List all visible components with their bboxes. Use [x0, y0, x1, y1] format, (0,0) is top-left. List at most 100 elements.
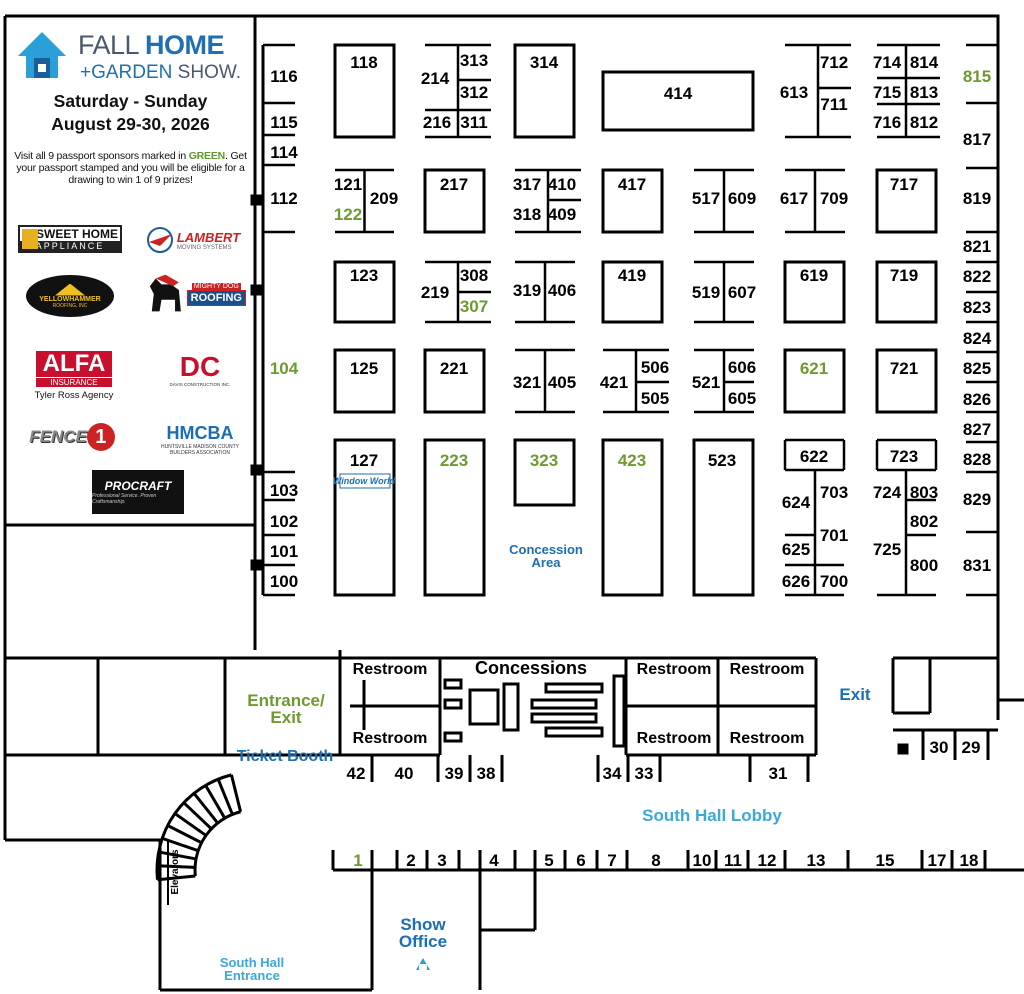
booth-123-label: 123: [350, 266, 378, 285]
booth-box: [601, 70, 755, 132]
south-hall-entrance-label: South Hall: [220, 955, 284, 970]
booth-712-label: 712: [820, 53, 848, 72]
lambert-icon: [146, 227, 173, 253]
booth-617-label: 617: [780, 189, 808, 208]
concession-fixture: [443, 731, 463, 743]
booth-114-label: 114: [270, 143, 298, 162]
booth-223-label: 223: [440, 451, 468, 470]
booth-12-label: 12: [758, 851, 777, 870]
booth-521-label: 521: [692, 373, 720, 392]
booth-112-label: 112: [270, 189, 297, 208]
show-office-label: Office: [399, 932, 447, 951]
booth-622-label: 622: [800, 447, 828, 466]
booth-523-label: 523: [708, 451, 736, 470]
booth-box: [513, 43, 576, 139]
info-panel: FALL HOME +GARDEN SHOW. Saturday - Sunda…: [8, 20, 253, 525]
booth-box: [601, 260, 664, 324]
booth-box: [333, 438, 396, 597]
show-subtitle: +GARDEN SHOW.: [80, 62, 242, 83]
concession-fixture: [612, 674, 626, 748]
booth-825-label: 825: [963, 359, 991, 378]
booth-219-label: 219: [421, 283, 449, 302]
booth-619-label: 619: [800, 266, 828, 285]
window-world-logo: Window World: [333, 476, 396, 486]
booth-605-label: 605: [728, 389, 756, 408]
booth-box: [423, 438, 486, 597]
booth-40-label: 40: [395, 764, 414, 783]
show-office-icon: [416, 958, 430, 970]
booth-box: [601, 438, 664, 597]
booth-122-label: 122: [334, 205, 362, 224]
booth-13-label: 13: [807, 851, 826, 870]
booth-803-label: 803: [910, 483, 938, 502]
booth-725-label: 725: [873, 540, 901, 559]
booth-1-label: 1: [353, 851, 362, 870]
booth-417-label: 417: [618, 175, 646, 194]
booth-2-label: 2: [406, 851, 415, 870]
booth-828-label: 828: [963, 450, 991, 469]
booth-6-label: 6: [576, 851, 585, 870]
passport-instructions: Visit all 9 passport sponsors marked in …: [14, 150, 247, 186]
booth-17-label: 17: [928, 851, 947, 870]
booth-127-label: 127: [350, 451, 378, 470]
booth-116-label: 116: [270, 67, 297, 86]
south-hall-lobby-label: South Hall Lobby: [642, 806, 782, 825]
booth-517-label: 517: [692, 189, 720, 208]
booth-318-label: 318: [513, 205, 541, 224]
booth-box: [333, 43, 396, 139]
elevators-label: Elevators: [170, 849, 181, 894]
booth-box: [783, 260, 846, 324]
booth-313-label: 313: [460, 51, 488, 70]
lambert-logo: LAMBERT MOVING SYSTEMS: [138, 224, 248, 256]
booth-721-label: 721: [890, 359, 918, 378]
booth-323-label: 323: [530, 451, 558, 470]
booth-814-label: 814: [910, 53, 939, 72]
dog-icon: [149, 274, 181, 312]
wall-line: [255, 14, 1000, 720]
booth-317-label: 317: [513, 175, 541, 194]
entrance-exit-label: Exit: [270, 708, 302, 727]
concession-fixture: [468, 688, 500, 726]
booth-103-label: 103: [270, 481, 298, 500]
booth-4-label: 4: [489, 851, 499, 870]
wall-line: [5, 838, 162, 990]
concession-fixture: [443, 678, 463, 690]
restroom-label: Restroom: [637, 730, 712, 747]
restroom-label: Restroom: [353, 730, 428, 747]
restroom-label: Restroom: [730, 661, 805, 678]
booth-613-label: 613: [780, 83, 808, 102]
booth-414-label: 414: [664, 84, 693, 103]
booth-box: [875, 260, 938, 324]
booth-419-label: 419: [618, 266, 646, 285]
booth-815-label: 815: [963, 67, 991, 86]
booth-607-label: 607: [728, 283, 756, 302]
booth-38-label: 38: [477, 764, 496, 783]
booth-831-label: 831: [963, 556, 991, 575]
booth-308-label: 308: [460, 266, 488, 285]
booth-406-label: 406: [548, 281, 576, 300]
booth-box: [875, 348, 938, 414]
sweet-home-appliance-logo: SWEET HOME APPLIANCE: [18, 225, 122, 253]
booth-311-label: 311: [460, 113, 487, 132]
booth-700-label: 700: [820, 572, 848, 591]
booth-819-label: 819: [963, 189, 991, 208]
booth-812-label: 812: [910, 113, 938, 132]
yellowhammer-roofing-logo: YELLOWHAMMER ROOFING, INC: [26, 275, 114, 317]
booth-10-label: 10: [693, 851, 712, 870]
booth-715-label: 715: [873, 83, 901, 102]
booth-709-label: 709: [820, 189, 848, 208]
booth-216-label: 216: [423, 113, 451, 132]
booth-221-label: 221: [440, 359, 468, 378]
booth-5-label: 5: [544, 851, 553, 870]
booth-31-label: 31: [769, 764, 788, 783]
concession-fixture: [530, 712, 598, 724]
booth-703-label: 703: [820, 483, 848, 502]
booth-621-label: 621: [800, 359, 828, 378]
procraft-logo: PROCRAFT Professional Service. Proven Cr…: [92, 470, 184, 514]
booth-115-label: 115: [270, 113, 297, 132]
booth-314-label: 314: [530, 53, 559, 72]
booth-625-label: 625: [782, 540, 810, 559]
booth-box: [423, 168, 486, 234]
hmcba-logo: HMCBA HUNTSVILLE MADISON COUNTY BUILDERS…: [160, 422, 240, 456]
show-logo-icon: [18, 32, 66, 78]
